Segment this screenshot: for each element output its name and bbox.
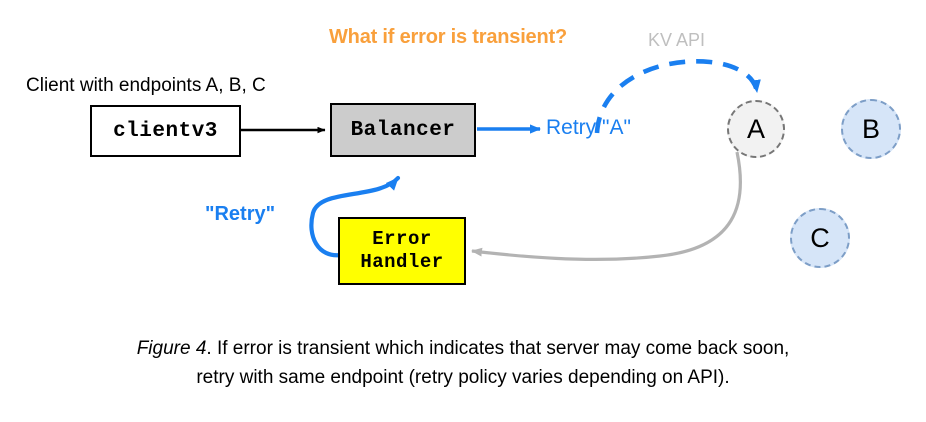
- endpoint-circle-a: A: [727, 100, 785, 158]
- edge-endpoint-a-to-error-handler: [471, 151, 742, 261]
- arrow-error-handler-to-balancer: [309, 175, 401, 258]
- node-error-handler: Error Handler: [338, 217, 466, 285]
- node-clientv3: clientv3: [90, 105, 241, 157]
- retry-signal-label: "Retry": [205, 203, 276, 225]
- caption-line-1: Figure 4. If error is transient which in…: [0, 334, 926, 363]
- error-handler-line-2: Handler: [360, 251, 444, 273]
- retry-endpoint-label: Retry "A": [546, 116, 631, 139]
- figure-caption: Figure 4. If error is transient which in…: [0, 334, 926, 393]
- caption-line-1-text: . If error is transient which indicates …: [206, 338, 790, 359]
- client-endpoints-label: Client with endpoints A, B, C: [26, 75, 266, 96]
- caption-line-2: retry with same endpoint (retry policy v…: [196, 367, 730, 389]
- kv-api-label: KV API: [648, 30, 706, 50]
- transient-error-callout: What if error is transient?: [329, 26, 567, 48]
- endpoint-circle-c: C: [790, 208, 850, 268]
- node-balancer: Balancer: [330, 103, 476, 157]
- caption-figure-number: Figure 4: [136, 338, 207, 359]
- arrow-retry-to-endpoint-a: [594, 59, 761, 134]
- error-handler-line-1: Error: [372, 227, 432, 250]
- endpoint-circle-b: B: [841, 99, 901, 159]
